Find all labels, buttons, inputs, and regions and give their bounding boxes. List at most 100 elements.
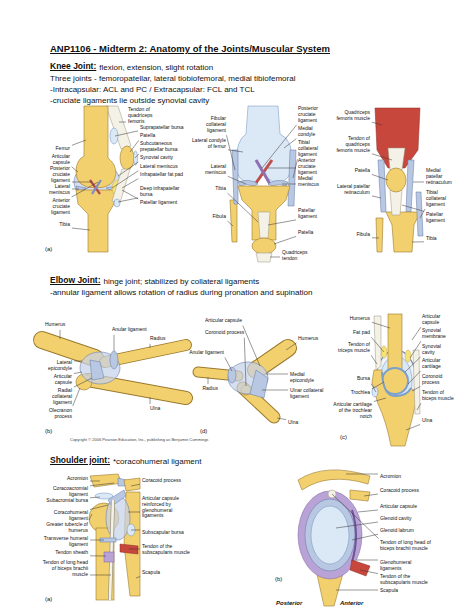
leader-line [405,357,421,372]
part-label: Tendon of biceps muscle [422,390,454,402]
part-label: Anular ligament [189,350,224,356]
knee-anterior [375,108,423,252]
leader-line [228,193,259,222]
part-label: Lateral condyle of femur [192,138,226,150]
part-label: Scapula [380,588,398,594]
elbow-medial [198,348,288,417]
meniscus [268,180,288,186]
leader-line [72,189,79,190]
bursa [114,199,120,207]
leader-line [90,540,104,541]
leader-line [372,322,390,328]
shoulder-lateral [298,470,370,606]
part-label: Greater tubercle of humerus [40,522,88,534]
leader-line [266,374,288,375]
part-label: Tendon of the subscapularis muscle [380,574,432,586]
part-label: Acromion [380,474,401,480]
humerus [388,314,402,374]
leader-line [72,182,98,197]
part-label: Tendon of quadriceps femoris muscle [334,136,370,153]
leader-line [130,140,139,152]
part-label: Ulna [422,418,432,424]
leader-line [262,125,297,168]
part-label: Humerus [298,336,318,342]
leader-line [408,371,421,384]
leader-line [131,530,140,531]
coracoid [124,478,140,491]
leader-line [268,220,296,225]
leader-line [90,483,114,486]
leader-line [372,154,392,160]
part-label: Tendon of triceps muscle [336,342,370,354]
bursa [95,493,113,499]
panel-letter: (d) [200,428,207,435]
part-label: Medial patellar retinaculum [426,168,458,185]
leader-line [243,326,260,366]
part-label: Coronoid process [422,374,454,386]
leader-line [371,337,384,352]
humerus [42,340,95,358]
note-text: Three joints - femoropatellar, lateral t… [50,74,295,83]
part-label: Humerus [45,322,65,328]
leader-line [228,221,234,226]
leader-line [90,505,108,510]
leader-line [225,358,232,372]
leader-line [150,397,151,404]
part-label: Tibia [215,186,226,192]
cruciate-ligament [256,160,272,183]
part-label: Coracoid process [142,478,181,484]
part-label: Fibula [356,232,370,238]
part-label: Articular capsule [38,374,72,386]
shoulder-anterior [89,474,140,600]
part-label: Subscapular bursa [142,530,184,536]
biceps-tendon [110,500,113,600]
leader-line [274,236,296,244]
part-label: Tendon of the subscapularis muscle [142,544,190,556]
leader-line [410,341,421,358]
part-label: Synovial cavity [140,155,173,161]
leader-line [412,387,420,392]
leader-line [346,474,378,475]
panel-letter: (a) [45,246,52,253]
leader-line [268,168,296,169]
part-label: Articular cartilage [422,358,454,370]
glenoid-labrum [305,499,355,571]
part-label: Articular capsule [34,154,70,166]
part-label: Lateral meniscus [34,184,70,196]
leader-line [352,534,378,540]
part-label: Lateral meniscus [140,164,178,170]
section-heading: Shoulder joint: [50,456,110,466]
leader-line [417,403,421,410]
leader-line [282,184,296,185]
joint-capsule [80,352,120,384]
leader-line [412,327,421,340]
leader-line [244,338,246,386]
leader-line [90,575,111,576]
quadriceps-tendon [256,253,272,262]
part-label: Coronoid process [205,330,244,336]
part-label: Articular capsule [422,314,454,326]
retinaculum [406,160,414,212]
glenohumeral-ligament [352,510,356,562]
part-label: Posterior cruciate ligament [298,106,328,123]
leader-line [284,139,296,148]
quadriceps-tendon [388,148,405,170]
leader-line [372,237,379,238]
retinaculum [378,160,386,212]
copyright-note: Copyright © 2006 Pearson Education, Inc.… [70,438,208,443]
anular-ligament [110,351,118,369]
knee-sagittal [74,106,138,252]
section-heading: Knee Joint: [50,62,96,72]
collateral-ligament [232,150,238,204]
part-label: Lateral epicondyle [38,360,72,372]
panel-letter: (a) [45,596,52,603]
leader-line [356,560,378,561]
humerus [42,340,95,358]
leader-line [208,377,209,384]
tibia [238,186,290,240]
bursa [110,128,118,144]
orientation-label: Anterior [340,600,363,607]
leader-line [332,494,379,539]
part-label: Tendon sheath [55,550,88,556]
